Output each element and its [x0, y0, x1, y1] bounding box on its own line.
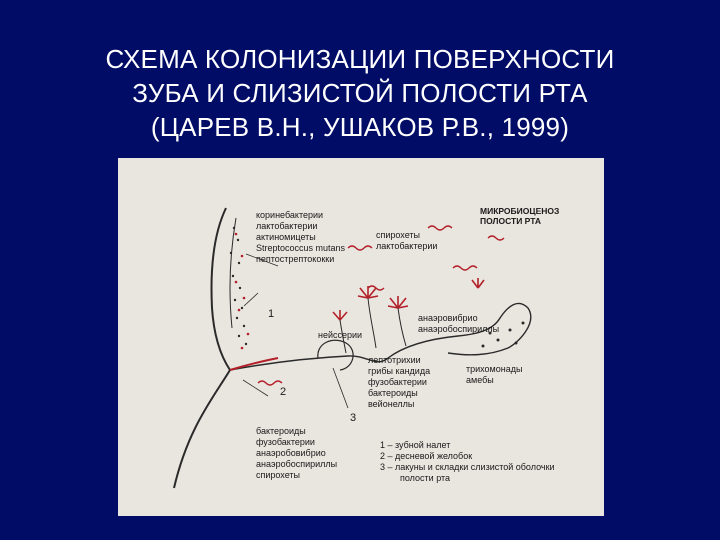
tooth-outline — [173, 207, 232, 489]
title-line-2: ЗУБА И СЛИЗИСТОЙ ПОЛОСТИ РТА — [132, 78, 588, 108]
plaque-item: лактобактерии — [256, 221, 318, 231]
legend-item-3: 3 – лакуны и складки слизистой оболочки — [380, 462, 555, 472]
anaerovibrio-label: анаэровибрио анаэробоспириллы — [418, 313, 499, 335]
diagram-drawing — [173, 207, 532, 489]
lacunae-item: бактероиды — [368, 388, 418, 398]
trichomonads-label: трихомонады амебы — [466, 364, 522, 386]
gingival-item: фузобактерии — [256, 437, 315, 447]
microbiocenosis-line-1: МИКРОБИОЦЕНОЗ — [480, 206, 560, 216]
lacunae-item: вейонеллы — [368, 399, 415, 409]
plaque-item: актиномицеты — [256, 232, 316, 242]
neisseria-label: нейссерии — [318, 330, 363, 340]
gingival-item: бактероиды — [256, 426, 306, 436]
microbiocenosis-line-2: ПОЛОСТИ РТА — [480, 216, 542, 226]
mucosa-dots — [481, 321, 525, 348]
anaerovibrio-line-2: анаэробоспириллы — [418, 324, 500, 334]
colonies — [332, 278, 485, 321]
marker-number-2: 2 — [280, 386, 287, 398]
spirochetes-line-1: спирохеты — [376, 230, 421, 240]
plaque-item: Streptococcus mutans — [256, 243, 346, 253]
plaque-dots — [229, 226, 248, 346]
marker-number-1: 1 — [268, 308, 275, 320]
gingival-item: анаэробовибрио — [256, 448, 326, 458]
lacunae-bacteria-list: лептотрихии грибы кандида фузобактерии б… — [368, 355, 430, 410]
plaque-item: пептострептококки — [256, 254, 335, 264]
trichomonads-line-2: амебы — [466, 375, 494, 385]
gingival-sulcus — [229, 357, 279, 371]
colonization-diagram: коринебактерии лактобактерии актиномицет… — [118, 158, 604, 516]
lacunae-item: грибы кандида — [368, 366, 431, 376]
spirochetes-line-2: лактобактерии — [376, 241, 438, 251]
mucosa-outline — [229, 302, 532, 371]
lacuna-outline — [317, 339, 354, 371]
slide-title: СХЕМА КОЛОНИЗАЦИИ ПОВЕРХНОСТИ ЗУБА И СЛИ… — [40, 42, 680, 144]
anaerovibrio-line-1: анаэровибрио — [418, 313, 478, 323]
trichomonads-line-1: трихомонады — [466, 364, 523, 374]
plaque-bacteria-list: коринебактерии лактобактерии актиномицет… — [256, 210, 345, 265]
title-line-1: СХЕМА КОЛОНИЗАЦИИ ПОВЕРХНОСТИ — [105, 44, 615, 74]
legend-item-1: 1 – зубной налет — [380, 440, 451, 450]
legend-item-3-cont: полости рта — [400, 473, 451, 483]
plaque-item: коринебактерии — [256, 210, 324, 220]
marker-number-3: 3 — [350, 412, 357, 424]
legend-item-2: 2 – десневой желобок — [380, 451, 473, 461]
gingival-bacteria-list: бактероиды фузобактерии анаэробовибрио а… — [256, 426, 337, 481]
lacunae-item: лептотрихии — [368, 355, 421, 365]
title-line-3: (ЦАРЕВ В.Н., УШАКОВ Р.В., 1999) — [150, 112, 570, 142]
microbiocenosis-label: МИКРОБИОЦЕНОЗ ПОЛОСТИ РТА — [480, 206, 559, 226]
colony-stems — [339, 297, 407, 354]
legend: 1 – зубной налет 2 – десневой желобок 3 … — [380, 440, 555, 484]
gingival-item: спирохеты — [256, 470, 301, 480]
plaque-red-dots — [234, 232, 250, 350]
lacunae-item: фузобактерии — [368, 377, 427, 387]
spirochetes-label: спирохеты лактобактерии — [376, 230, 437, 252]
gingival-item: анаэробоспириллы — [256, 459, 338, 469]
